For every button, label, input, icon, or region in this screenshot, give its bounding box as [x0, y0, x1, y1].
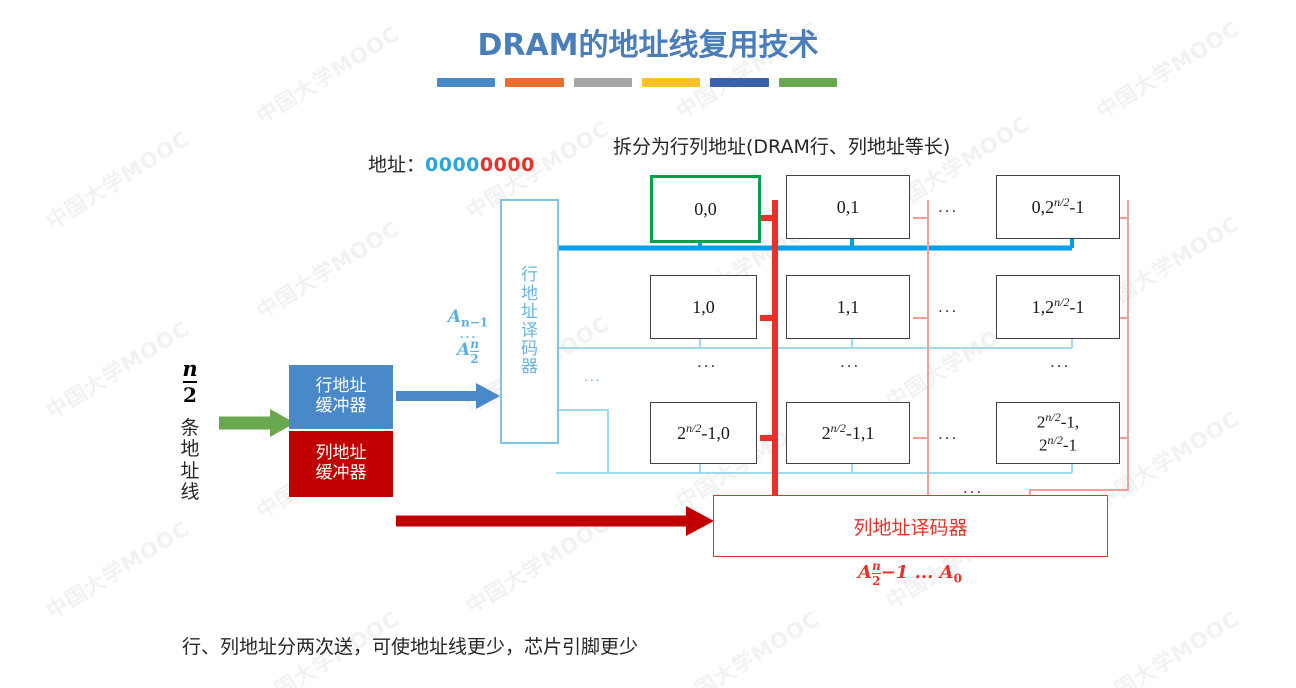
- cell-label: 1,0: [692, 296, 715, 317]
- cell-label: 2n/2-1,1: [821, 421, 875, 444]
- row-bus-num: n: [470, 337, 479, 352]
- split-note: 拆分为行列地址(DRAM行、列地址等长): [613, 136, 951, 158]
- row-decoder-char-1: 行: [521, 265, 538, 286]
- col-bus-num: n: [871, 559, 881, 573]
- row-decoder-char-2: 地: [521, 283, 538, 304]
- cell-label: 0,1: [836, 196, 860, 217]
- row-buffer-to-decoder-arrow: [396, 383, 500, 409]
- col-buffer-line-2: 缓冲器: [315, 463, 367, 483]
- cell-label: 1,1: [836, 296, 860, 317]
- fraction-numerator: n: [182, 356, 198, 381]
- row-1-ellipsis: ...: [938, 297, 959, 316]
- row-decoder-output-ellipsis: ...: [584, 368, 602, 384]
- address-line: 地址：00000000: [368, 150, 535, 177]
- accent-bar-6: [778, 78, 837, 87]
- row-bus-dots: ...: [459, 324, 477, 343]
- matrix-bottom-ellipsis: ...: [963, 478, 984, 497]
- memory-cell-last-0[interactable]: 2n/2-1,0: [650, 402, 757, 464]
- cell-label: 0,2n/2-1: [1031, 195, 1085, 218]
- slide-caption: 行、列地址分两次送，可使地址线更少，芯片引脚更少: [182, 636, 639, 658]
- row-decoder-char-3: 址: [521, 302, 538, 323]
- accent-bar-2: [505, 78, 564, 87]
- watermark: 中国大学MOOC: [42, 126, 194, 234]
- watermark: 中国大学MOOC: [1092, 606, 1244, 688]
- address-label: 地址：: [368, 154, 426, 176]
- cell-label: 2n/2-1,0: [677, 421, 730, 444]
- memory-cell-last-1[interactable]: 2n/2-1,1: [786, 402, 910, 464]
- row-decoder-char-6: 器: [521, 357, 538, 378]
- address-row-bits: 0000: [425, 154, 480, 176]
- column-buffer-to-decoder-arrow: [396, 506, 714, 536]
- col-bus-last: A: [939, 562, 954, 583]
- row-buffer-line-2: 缓冲器: [315, 396, 367, 416]
- address-col-bits: 0000: [479, 154, 535, 176]
- watermark: 中国大学MOOC: [252, 216, 404, 324]
- vlabel-char-1: 条: [180, 417, 200, 439]
- col-buffer-line-1: 列地址: [315, 443, 367, 464]
- row-decoder-char-4: 译: [521, 320, 538, 341]
- accent-bar-4: [641, 78, 701, 87]
- row-last-ellipsis: ...: [938, 424, 959, 443]
- memory-cell-1-1[interactable]: 1,1: [786, 275, 910, 339]
- col-bus-den: 2: [872, 574, 881, 588]
- col-bus-dots: ...: [914, 562, 934, 583]
- accent-bar-5: [710, 78, 769, 87]
- accent-bar-1: [437, 78, 496, 87]
- memory-cell-1-last[interactable]: 1,2n/2-1: [996, 275, 1120, 339]
- memory-cell-0-0[interactable]: 0,0: [650, 175, 761, 243]
- row-bus-a: A: [447, 307, 462, 327]
- row-bus-sub: n−1: [461, 315, 489, 330]
- watermark: 中国大学MOOC: [462, 511, 614, 619]
- column-decoder-label: 列地址译码器: [853, 516, 968, 539]
- col-bus-last-sub: 0: [953, 571, 962, 586]
- column-address-buffer[interactable]: 列地址 缓冲器: [289, 431, 393, 497]
- memory-cell-1-0[interactable]: 1,0: [650, 275, 757, 339]
- column-1-ellipsis: ...: [840, 352, 861, 371]
- column-last-ellipsis: ...: [1050, 352, 1071, 371]
- row-0-ellipsis: ...: [938, 197, 959, 216]
- fraction-denominator: 2: [183, 383, 197, 407]
- column-line-1: [913, 200, 929, 500]
- accent-bar-3: [573, 78, 632, 87]
- row-address-decoder[interactable]: 行 地 址 译 码 器: [500, 199, 559, 444]
- column-line-0: [760, 200, 778, 500]
- cell-label: 0,0: [694, 198, 717, 219]
- col-bus-a: A: [857, 562, 872, 583]
- vlabel-char-4: 线: [180, 480, 200, 503]
- column-0-ellipsis: ...: [697, 352, 718, 371]
- input-bus-arrow: [219, 409, 295, 437]
- row-bus-den: 2: [470, 352, 479, 367]
- vlabel-char-2: 地: [180, 438, 200, 461]
- cell-label: 1,2n/2-1: [1031, 295, 1085, 318]
- cell-label: 2n/2-1,2n/2-1: [1036, 410, 1080, 455]
- memory-cell-0-last[interactable]: 0,2n/2-1: [996, 175, 1120, 239]
- row-decoder-char-5: 码: [521, 338, 538, 359]
- col-bus-minus: −1: [880, 562, 909, 583]
- memory-cell-0-1[interactable]: 0,1: [786, 175, 910, 239]
- address-line-vertical-label: 条 地 址 线: [170, 417, 210, 503]
- watermark: 中国大学MOOC: [672, 606, 824, 688]
- row-buffer-line-1: 行地址: [315, 376, 367, 397]
- memory-cell-last-last[interactable]: 2n/2-1,2n/2-1: [996, 402, 1120, 464]
- page-title: DRAM的地址线复用技术: [477, 28, 819, 63]
- row-address-buffer[interactable]: 行地址 缓冲器: [289, 365, 393, 429]
- title-accent-bars: [437, 78, 837, 87]
- address-line-count-fraction: n 2: [168, 358, 212, 406]
- watermark: 中国大学MOOC: [42, 516, 194, 624]
- column-address-decoder[interactable]: 列地址译码器: [713, 495, 1108, 557]
- vlabel-char-3: 址: [180, 459, 200, 482]
- row-bus-a2: A: [457, 340, 471, 361]
